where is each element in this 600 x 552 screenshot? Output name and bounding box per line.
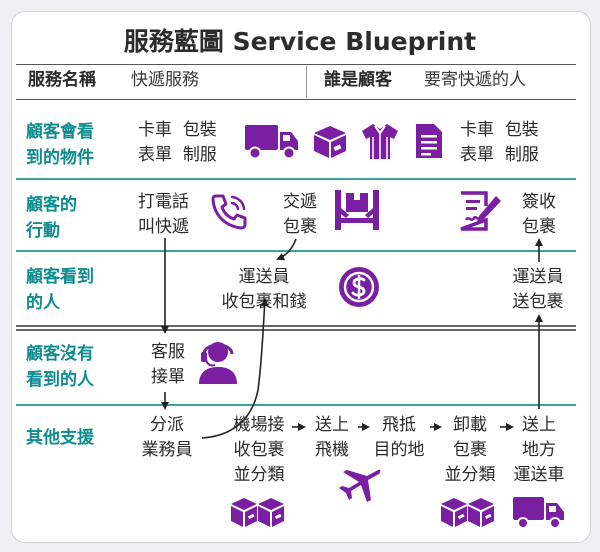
lane-label-frontstage: 顧客看到的人 <box>26 267 94 313</box>
service-name-label: 服務名稱 <box>28 70 96 90</box>
phone-icon <box>211 194 247 230</box>
lane-label-physical: 顧客會看到的物件 <box>26 122 94 168</box>
support-destination: 飛抵目的地 <box>373 415 425 460</box>
dollar-icon <box>339 267 379 307</box>
support-dispatch: 分派業務員 <box>141 415 193 460</box>
boxes-icon <box>441 498 494 527</box>
service-name-value: 快遞服務 <box>131 70 199 90</box>
action-handover: 交遞包裹 <box>283 192 317 237</box>
line-of-visibility <box>16 325 576 331</box>
header-divider <box>306 66 307 98</box>
uniform-icon <box>362 124 398 159</box>
physical-text-right: 卡車 包裝表單 制服 <box>460 120 539 165</box>
agent-icon <box>199 342 237 384</box>
lane-label-backstage: 顧客沒有看到的人 <box>26 344 94 390</box>
handover-icon <box>335 190 379 230</box>
box-icon <box>314 126 346 158</box>
support-unload: 卸載包裹並分類 <box>444 415 496 485</box>
action-sign: 簽收包裹 <box>522 192 556 237</box>
support-local-delivery: 送上地方運送車 <box>513 415 565 485</box>
physical-text-left: 卡車 包裝表單 制服 <box>138 120 217 165</box>
divider <box>16 250 576 252</box>
truck-icon <box>245 125 298 160</box>
lane-label-support: 其他支援 <box>26 428 94 448</box>
action-call: 打電話叫快遞 <box>138 192 189 237</box>
boxes-icon <box>231 498 284 527</box>
divider-line-of-interaction <box>16 178 576 180</box>
lane-label-actions: 顧客的行動 <box>26 195 77 241</box>
customer-value: 要寄快遞的人 <box>424 70 526 90</box>
customer-service: 客服接單 <box>151 342 185 387</box>
truck-icon <box>513 497 564 529</box>
form-icon <box>416 124 442 158</box>
page-title: 服務藍圖 Service Blueprint <box>123 27 477 56</box>
divider <box>16 64 576 65</box>
sign-icon <box>460 191 501 231</box>
divider <box>16 99 576 100</box>
support-flight: 送上飛機 <box>315 415 349 460</box>
divider-line-of-internal-interaction <box>16 404 576 406</box>
customer-label: 誰是顧客 <box>324 70 392 90</box>
courier-deliver: 運送員送包裹 <box>512 267 564 312</box>
plane-icon <box>339 469 381 502</box>
support-airport: 機場接收包裹並分類 <box>233 415 285 485</box>
